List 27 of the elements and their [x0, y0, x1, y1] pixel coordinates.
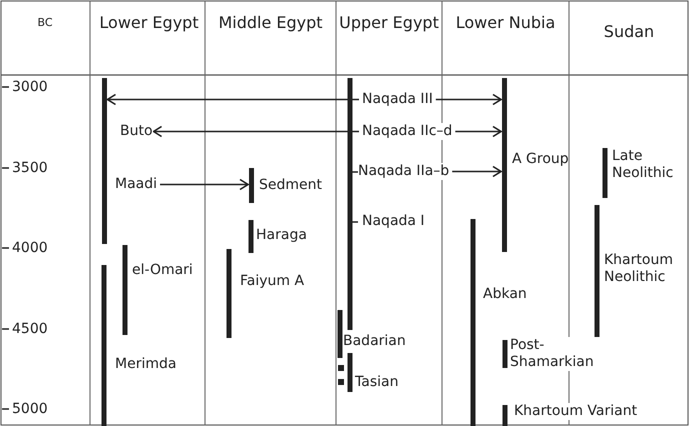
- period-bar: [102, 78, 106, 244]
- arrow: [455, 126, 502, 138]
- column-header: Sudan: [602, 21, 656, 42]
- arrow: [152, 126, 359, 138]
- culture-label: Faiyum A: [240, 273, 304, 290]
- year-label: 4000: [12, 240, 48, 257]
- arrow: [436, 94, 502, 106]
- year-label: 3000: [12, 79, 48, 96]
- column-header: Lower Egypt: [98, 12, 200, 33]
- column-header: Lower Nubia: [454, 12, 556, 33]
- arrow: [106, 94, 359, 106]
- culture-label: Naqada I: [362, 213, 425, 230]
- culture-label: Naqada III: [362, 91, 433, 108]
- year-label: 5000: [12, 401, 48, 418]
- column-header: BC: [36, 15, 54, 31]
- year-label: 3500: [12, 160, 48, 177]
- year-label: 4500: [12, 321, 48, 338]
- column-header: Upper Egypt: [338, 12, 440, 33]
- arrow: [452, 166, 502, 178]
- column-header: Middle Egypt: [217, 12, 324, 33]
- culture-label: Naqada IIa–b: [358, 163, 450, 180]
- culture-label: Haraga: [256, 227, 307, 244]
- arrow: [160, 178, 249, 190]
- culture-label: Post-Shamarkian: [510, 337, 600, 371]
- culture-label: Khartoum Variant: [514, 403, 638, 420]
- culture-period: Sedment: [249, 168, 322, 203]
- culture-label: Naqada IIc–d: [362, 123, 452, 140]
